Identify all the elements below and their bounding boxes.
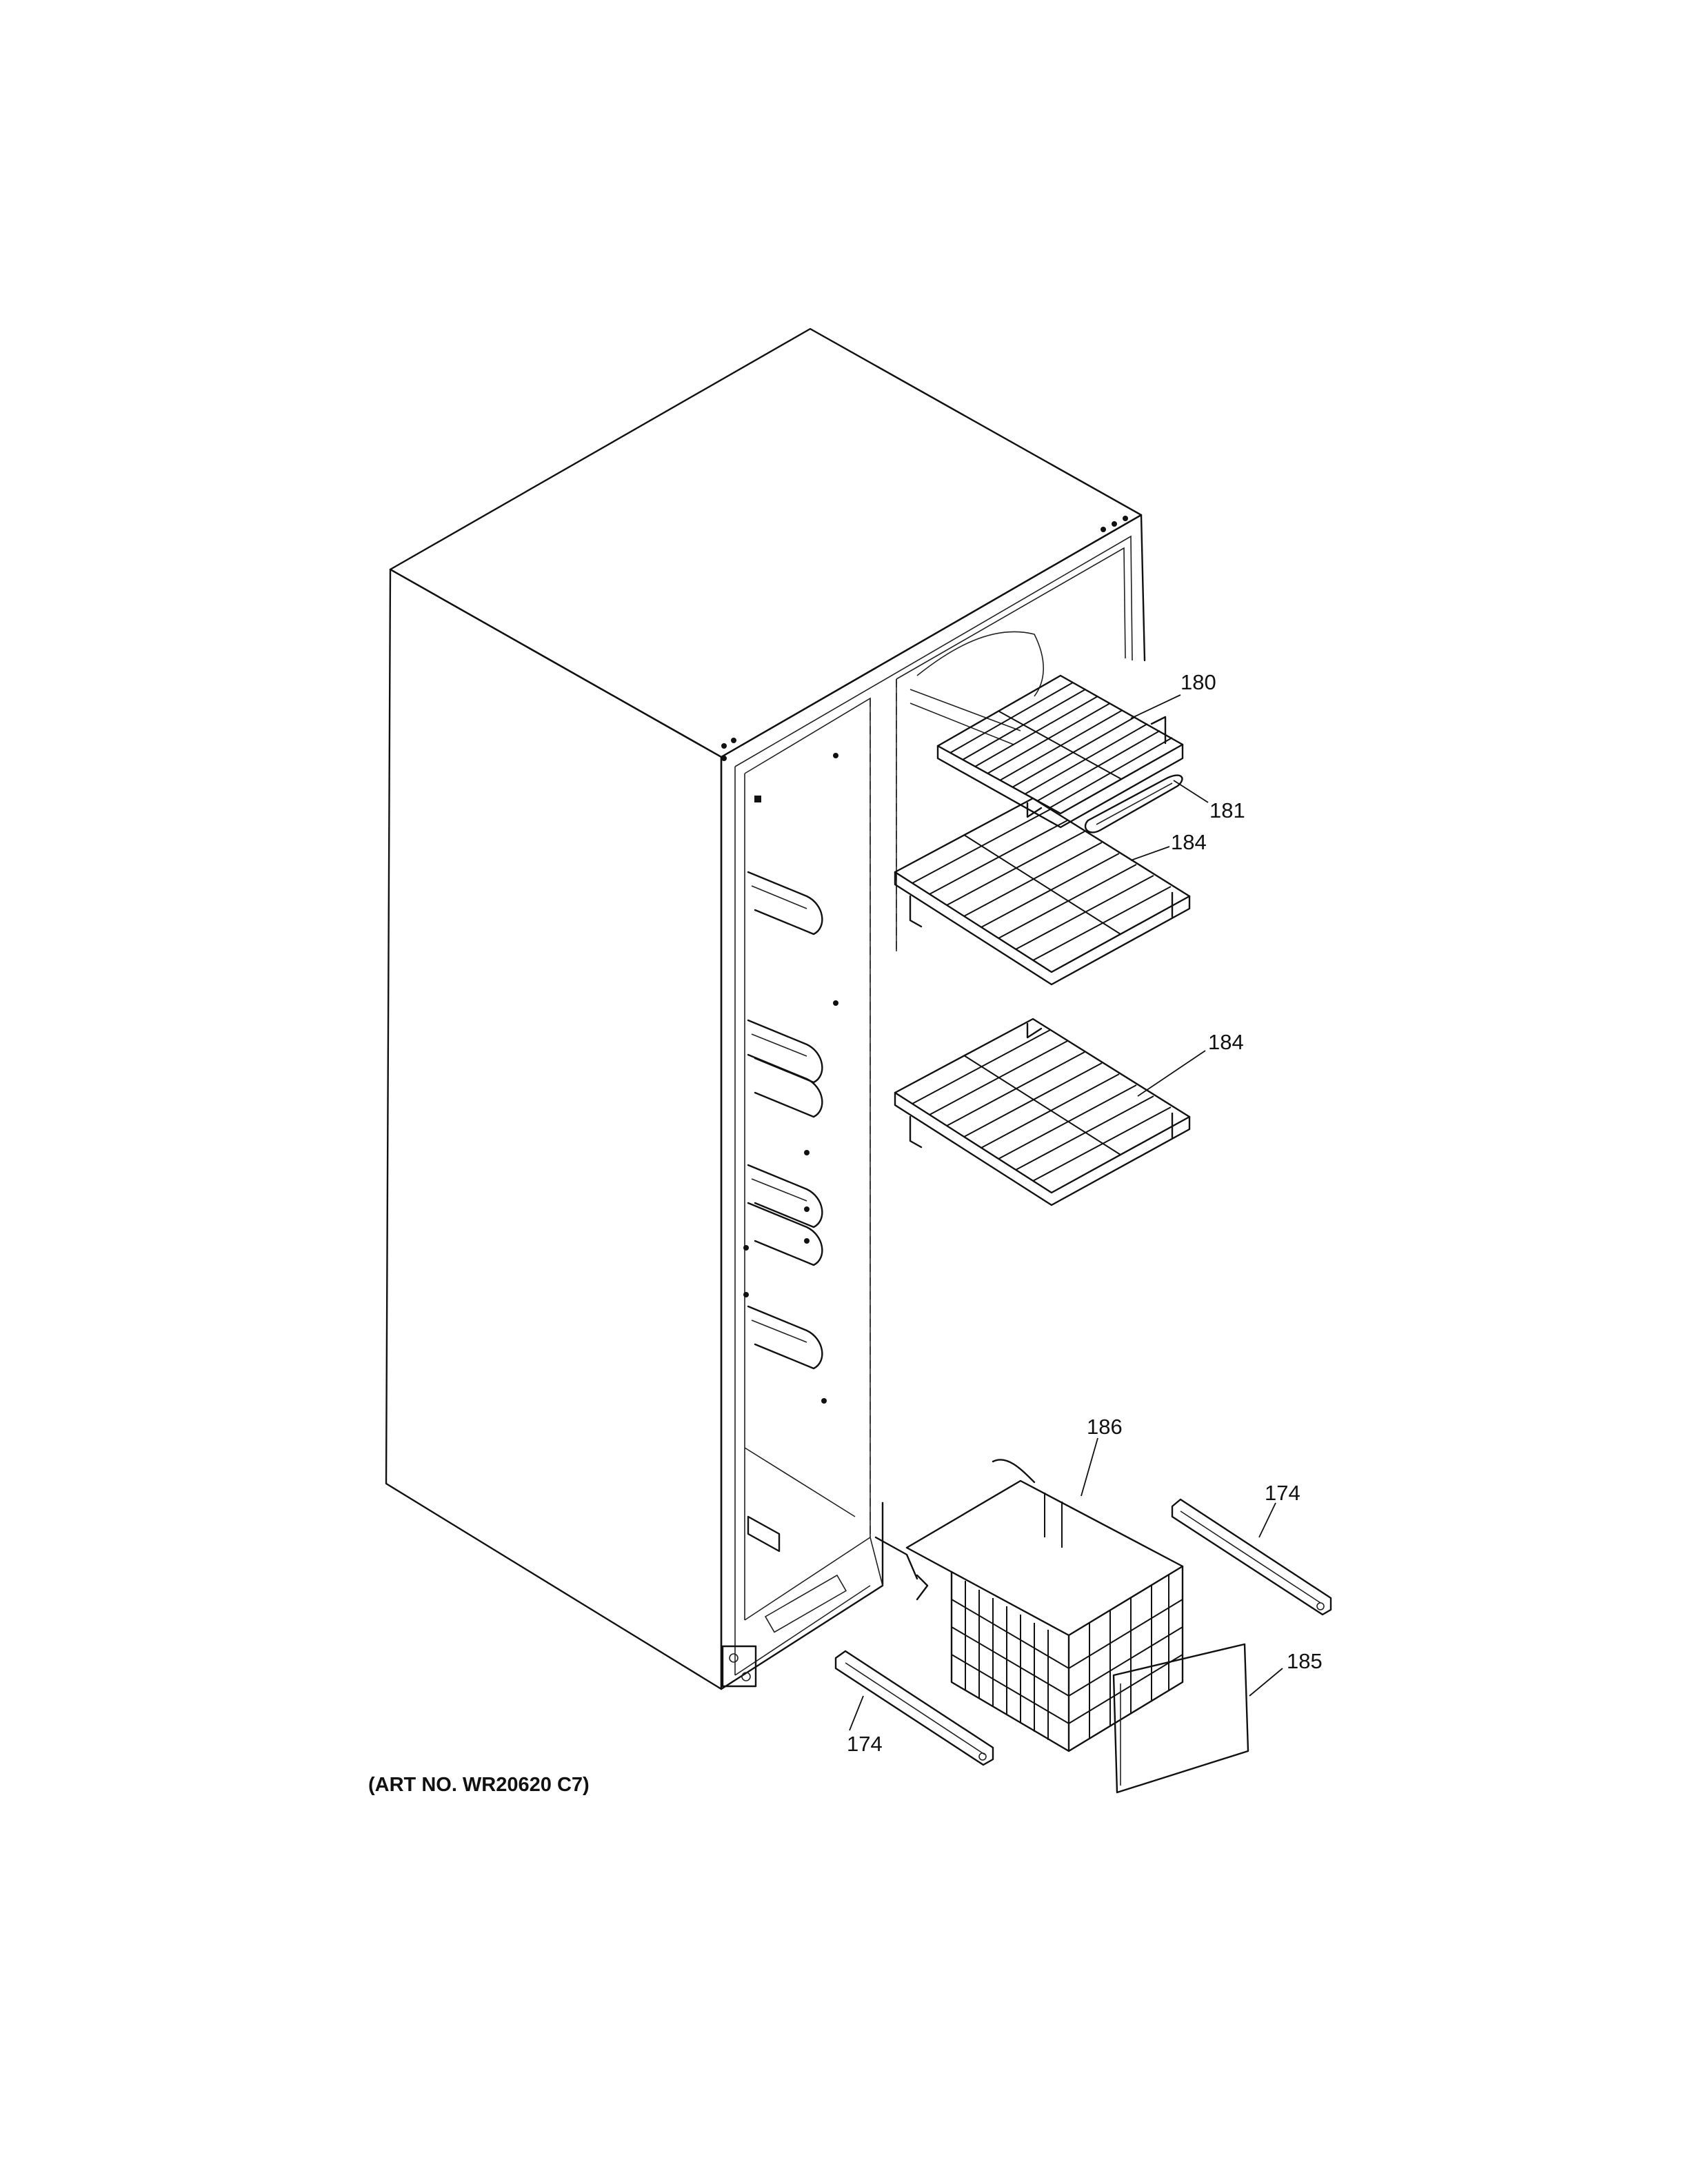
- callout-174-right: 174: [1265, 1481, 1300, 1505]
- callout-labels: 180 181 184 184 186 174 185 174: [847, 670, 1323, 1756]
- shelf-front-trim-181: [1084, 774, 1183, 833]
- callout-186: 186: [1087, 1415, 1123, 1439]
- wire-shelf-184-upper: [894, 797, 1191, 986]
- slide-rail-174-left: [834, 1650, 994, 1766]
- callout-181: 181: [1209, 798, 1245, 822]
- wire-shelf-180: [936, 674, 1184, 829]
- callout-174-left: 174: [847, 1732, 883, 1756]
- wire-shelf-184-lower: [894, 1018, 1191, 1206]
- drawer-front-185: [1112, 1643, 1249, 1794]
- shelf-supports: [747, 871, 823, 1553]
- callout-184-lower: 184: [1208, 1030, 1244, 1054]
- freezer-cabinet: [385, 327, 1146, 1690]
- art-number: (ART NO. WR20620 C7): [368, 1774, 590, 1796]
- callout-180: 180: [1180, 670, 1216, 694]
- wire-basket-186: [874, 1459, 1184, 1752]
- callout-184-upper: 184: [1171, 830, 1207, 854]
- slide-rail-174-right: [1171, 1498, 1332, 1616]
- leader-lines: [849, 694, 1283, 1731]
- callout-185: 185: [1287, 1649, 1323, 1673]
